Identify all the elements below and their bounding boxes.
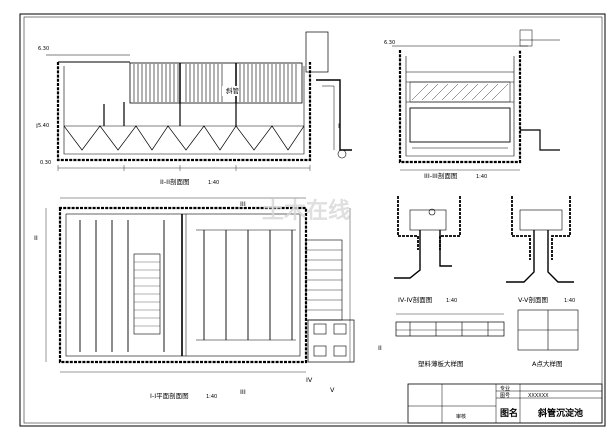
- plan-1-1-view: II II III III IV V I-I平面剖面图 1:40: [34, 197, 382, 400]
- marker-2-right: II: [378, 344, 382, 352]
- inner-frame: [23, 16, 603, 424]
- section-3-3-view: 6.30 III-III剖面图 1:40: [384, 29, 560, 180]
- elev-top-label: 6.30: [38, 46, 49, 52]
- plan-1-1-title: I-I平面剖面图: [150, 391, 189, 400]
- drawing-name-label: 图名: [500, 407, 518, 419]
- marker-1-left: I: [36, 122, 38, 130]
- outer-frame: [19, 13, 606, 427]
- field-number-label: 图号: [500, 393, 510, 399]
- section-5-5-scale: 1:40: [564, 298, 575, 304]
- field-major-label: 专业: [500, 385, 510, 392]
- marker-5: V: [330, 386, 335, 394]
- section-4-4-title: IV-IV剖面图: [398, 295, 432, 304]
- marker-3-bottom: III: [240, 388, 246, 396]
- field-number-value: XXXXXX: [528, 393, 549, 399]
- section-2-2-scale: 1:40: [208, 180, 219, 186]
- section-2-2-view: 斜管 6.30 5.40 0.30 I I II-II剖面图 1:40: [36, 31, 352, 186]
- a-point-detail-title: A点大样图: [532, 359, 562, 368]
- section-5-5-view: V-V剖面图 1:40: [506, 196, 575, 304]
- section-2-2-title: II-II剖面图: [160, 177, 190, 186]
- title-block: 专业 图号 XXXXXX 审核 图名 斜管沉淀池: [407, 383, 603, 424]
- plastic-plate-detail-view: 塑料薄板大样图: [395, 313, 505, 368]
- plastic-plate-detail-title: 塑料薄板大样图: [418, 359, 464, 368]
- elev-low-label: 0.30: [40, 160, 51, 166]
- stamp-label: 审核: [456, 413, 466, 420]
- tube-label: 斜管: [226, 86, 240, 95]
- section-5-5-title: V-V剖面图: [518, 295, 548, 304]
- marker-1-right: I: [338, 122, 340, 130]
- marker-3-top: III: [240, 200, 246, 208]
- elev-mid-label: 5.40: [38, 123, 49, 129]
- section-4-4-scale: 1:40: [446, 298, 457, 304]
- marker-4: IV: [306, 376, 313, 384]
- marker-2-left: II: [34, 234, 38, 242]
- plan-1-1-scale: 1:40: [206, 394, 217, 400]
- section-3-3-scale: 1:40: [476, 174, 487, 180]
- drawing-name: 斜管沉淀池: [537, 407, 583, 419]
- section-4-4-view: IV-IV剖面图 1:40: [394, 196, 461, 304]
- elev-top-label-3: 6.30: [384, 40, 395, 46]
- watermark: 土木在线: [262, 198, 350, 224]
- a-point-detail-view: A点大样图: [517, 309, 579, 368]
- section-3-3-title: III-III剖面图: [424, 171, 457, 180]
